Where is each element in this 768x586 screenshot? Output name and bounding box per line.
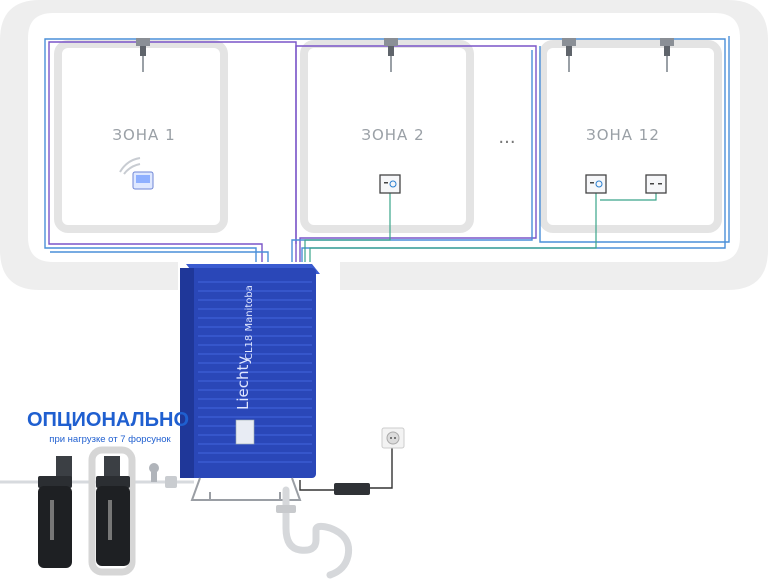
optional-filter-highlight xyxy=(88,446,136,576)
water-filter-1 xyxy=(38,456,72,568)
zone-12-label: ЗОНА 12 xyxy=(586,126,660,144)
thermostat-zone-12 xyxy=(585,174,607,194)
nozzle-zone-1 xyxy=(136,38,150,72)
zone-ellipsis: ... xyxy=(498,127,515,148)
water-filter-2 xyxy=(96,456,130,566)
supply-valve xyxy=(149,463,177,488)
nozzle-zone-12a xyxy=(562,38,576,72)
power-socket-icon xyxy=(381,427,405,449)
drain-outlet xyxy=(276,505,296,513)
thermostat-zone-2 xyxy=(379,174,401,194)
power-cable xyxy=(299,446,393,491)
control-display xyxy=(235,419,255,445)
zone-1-label: ЗОНА 1 xyxy=(112,126,175,144)
nozzle-zone-12b xyxy=(660,38,674,72)
wireless-sensor-icon xyxy=(119,157,154,190)
optional-subtitle: при нагрузке от 7 форсунок xyxy=(49,434,171,445)
sensor-zone-12 xyxy=(645,174,667,194)
zone-2-label: ЗОНА 2 xyxy=(361,126,424,144)
optional-title: ОПЦИОНАЛЬНО xyxy=(27,409,189,431)
unit-brand: Liechty xyxy=(234,356,252,410)
power-adapter xyxy=(334,483,370,495)
nozzle-zone-2 xyxy=(384,38,398,72)
humidifier-unit: Liechty CL18 Manitoba xyxy=(180,264,320,478)
unit-model: CL18 Manitoba xyxy=(244,285,255,360)
drain-pipe xyxy=(282,486,353,579)
unit-stand xyxy=(190,477,302,501)
